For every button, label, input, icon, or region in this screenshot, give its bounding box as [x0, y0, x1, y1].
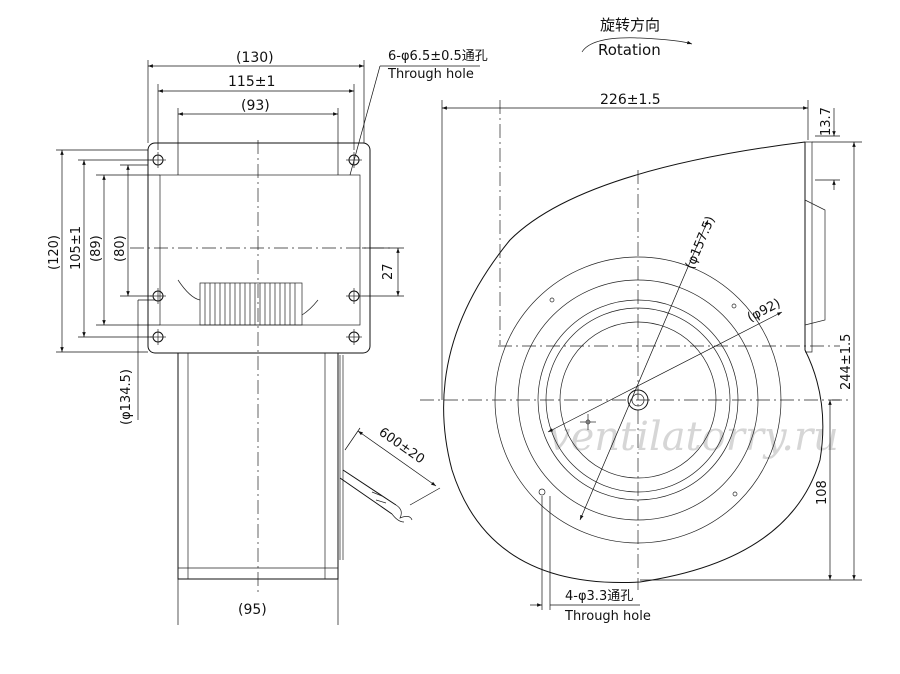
dim-top-13: 13.7 — [819, 107, 834, 136]
dim-hole-spacing: 115±1 — [228, 74, 275, 90]
rotation-arrow-icon — [581, 37, 693, 53]
dim-width-226: 226±1.5 — [600, 92, 661, 108]
dim-height-overall: (120) — [47, 235, 62, 270]
front-holes-note-1: 4-φ3.3通孔 — [565, 589, 633, 604]
dim-cable-length: 600±20 — [376, 425, 427, 467]
rotation-cn: 旋转方向 — [600, 16, 660, 34]
dim-dia-157: (φ157.5) — [683, 214, 719, 271]
impeller-blades — [177, 279, 319, 326]
side-holes-note-1: 6-φ6.5±0.5通孔 — [388, 49, 488, 64]
dim-offset-27: 27 — [381, 263, 396, 280]
front-view: (φ157.5) (φ92) 226±1.5 13.7 244±1.5 108 … — [420, 92, 862, 624]
front-holes-note-2: Through hole — [564, 609, 651, 624]
dim-hole-vertical: 105±1 — [69, 226, 84, 270]
dim-dia-134: (φ134.5) — [119, 369, 134, 425]
dim-height-89: (89) — [89, 235, 104, 262]
dim-height-108: 108 — [815, 480, 830, 505]
dim-bottom-95: (95) — [238, 602, 267, 618]
mounting-holes — [150, 152, 362, 345]
rotation-label: 旋转方向 Rotation — [581, 16, 693, 59]
watermark: ventilatorry.ru — [548, 414, 839, 460]
dim-width-overall: (130) — [236, 50, 274, 66]
scroll-housing — [443, 141, 824, 583]
side-holes-note-2: Through hole — [387, 67, 474, 82]
rotation-en: Rotation — [598, 41, 661, 59]
dim-inner-width: (93) — [241, 98, 270, 114]
side-view: 600±20 (130) 115±1 (93) 6-φ6.5±0.5通孔 Thr… — [47, 49, 488, 625]
power-cable — [339, 427, 441, 523]
dim-height-244: 244±1.5 — [839, 334, 854, 390]
dim-height-80: (80) — [113, 235, 128, 262]
